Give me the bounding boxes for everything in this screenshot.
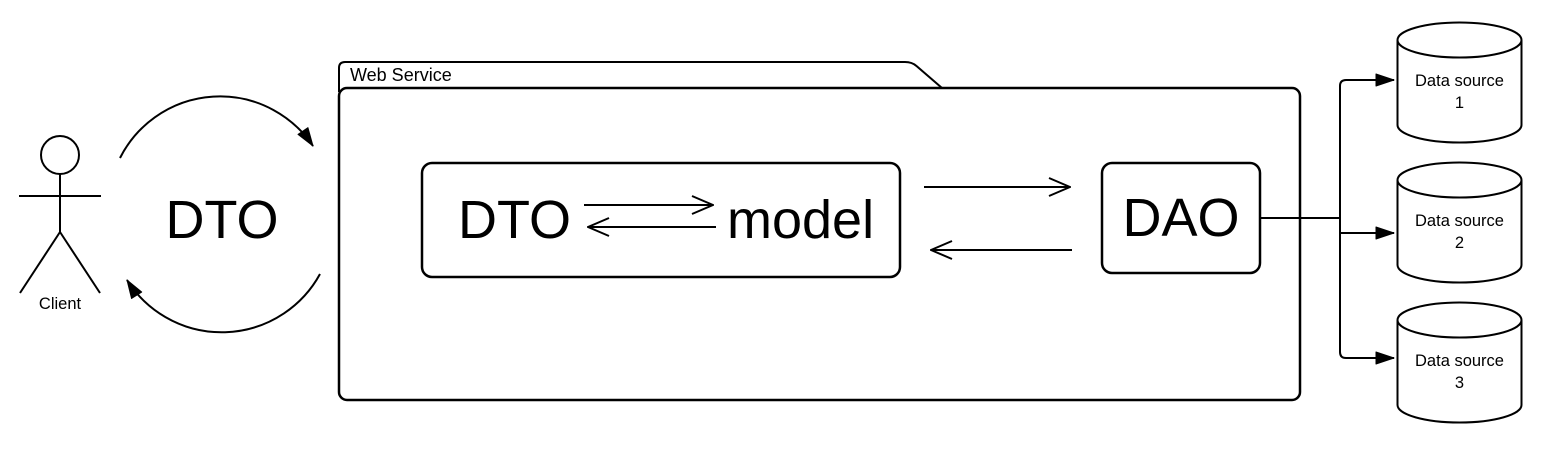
connector-arrow-datasource-3: [1339, 218, 1395, 365]
dto-cycle-label: DTO: [165, 190, 278, 250]
datasource-2-name: Data source: [1415, 212, 1504, 230]
web-service-package: Web Service: [337, 61, 1302, 402]
actor-right-leg-icon: [59, 231, 101, 294]
web-service-body: [337, 86, 1302, 402]
converter-model-label: model: [727, 190, 874, 250]
datasource-1-name: Data source: [1415, 72, 1504, 90]
datasource-3: Data source 3: [1396, 301, 1523, 424]
dto-model-converter: DTO model: [420, 161, 902, 279]
dto-cycle: DTO: [119, 95, 321, 334]
datasource-3-number: 3: [1455, 374, 1464, 392]
client-actor: Client: [19, 135, 101, 313]
datasource-2-cylinder-top-icon: [1396, 161, 1523, 199]
datasource-1: Data source 1: [1396, 21, 1523, 144]
client-label: Client: [39, 295, 82, 313]
datasource-1-number: 1: [1455, 94, 1464, 112]
dao-datasource-connectors: [1260, 73, 1395, 365]
datasource-3-cylinder-top-icon: [1396, 301, 1523, 339]
connector-arrow-datasource-1: [1339, 73, 1395, 218]
web-service-tab: [338, 61, 943, 92]
datasource-2-number: 2: [1455, 234, 1464, 252]
dao-component: DAO: [1100, 161, 1262, 275]
converter-box: [420, 161, 902, 279]
datasource-2-cylinder-icon: [1396, 180, 1523, 284]
datasource-1-cylinder-icon: [1396, 40, 1523, 144]
datasource-2: Data source 2: [1396, 161, 1523, 284]
converter-dto-label: DTO: [458, 190, 571, 250]
actor-head-icon: [40, 135, 80, 175]
web-service-title: Web Service: [350, 65, 452, 85]
converter-dao-arrows: [924, 187, 1072, 250]
datasource-1-cylinder-top-icon: [1396, 21, 1523, 59]
cycle-arrow-to-client: [126, 273, 321, 334]
actor-left-leg-icon: [19, 231, 61, 294]
dao-label: DAO: [1122, 188, 1239, 248]
datasource-3-name: Data source: [1415, 352, 1504, 370]
cycle-arrow-to-service: [119, 95, 314, 159]
datasource-3-cylinder-icon: [1396, 320, 1523, 424]
